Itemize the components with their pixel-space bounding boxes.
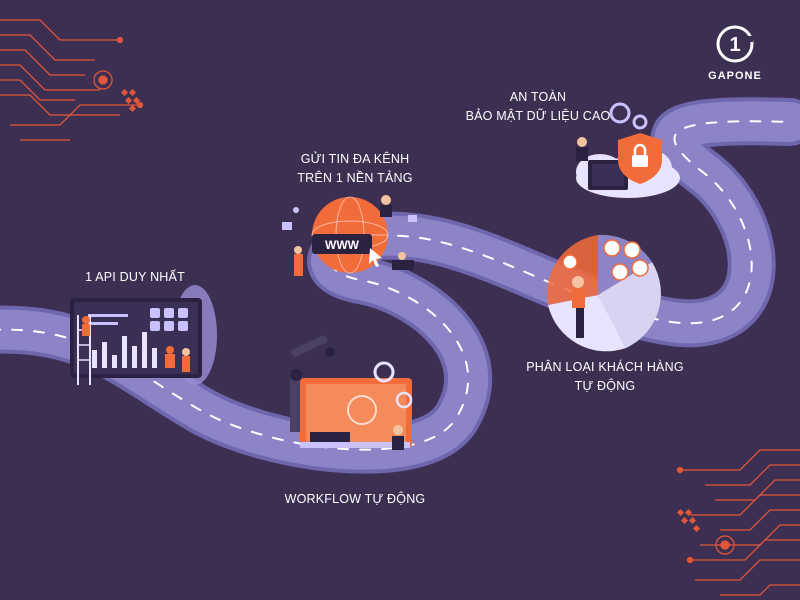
step-label-line: GỬI TIN ĐA KÊNH (300, 152, 410, 166)
circuit-decoration-top-left (0, 19, 144, 141)
step-label-customer-segmentation: PHÂN LOẠI KHÁCH HÀNG TỰ ĐỘNG (510, 358, 700, 396)
www-badge: WWW (325, 238, 360, 252)
gapone-logo-icon: 1 (716, 25, 754, 63)
security-shield-icon (576, 102, 680, 198)
step-label-line: BẢO MẬT DỮ LIỆU CAO (465, 109, 611, 123)
step-label-1-api: 1 API DUY NHẤT (70, 268, 200, 287)
step-label-line: TRÊN 1 NỀN TẢNG (297, 171, 413, 185)
step-label-line: WORKFLOW TỰ ĐỘNG (284, 492, 426, 506)
step-label-line: TỰ ĐỘNG (574, 379, 636, 393)
brand-name: GAPONE (708, 70, 762, 82)
customer-segmentation-icon (547, 234, 661, 352)
diamond-dots-bottom-right (676, 508, 701, 533)
analytics-dashboard-icon (70, 285, 217, 385)
circuit-decoration-bottom-right (676, 449, 800, 596)
www-globe-icon: WWW (282, 195, 417, 276)
diamond-dots-top-left (120, 88, 141, 113)
svg-text:1: 1 (729, 34, 740, 56)
step-label-workflow: WORKFLOW TỰ ĐỘNG (275, 490, 435, 509)
step-label-line: PHÂN LOẠI KHÁCH HÀNG (526, 360, 684, 374)
step-label-security: AN TOÀN BẢO MẬT DỮ LIỆU CAO (448, 88, 628, 126)
step-label-multichannel: GỬI TIN ĐA KÊNH TRÊN 1 NỀN TẢNG (275, 150, 435, 188)
robot-arm-workflow-icon (290, 335, 413, 450)
step-label-line: AN TOÀN (509, 90, 567, 104)
step-label-line: 1 API DUY NHẤT (85, 270, 185, 284)
